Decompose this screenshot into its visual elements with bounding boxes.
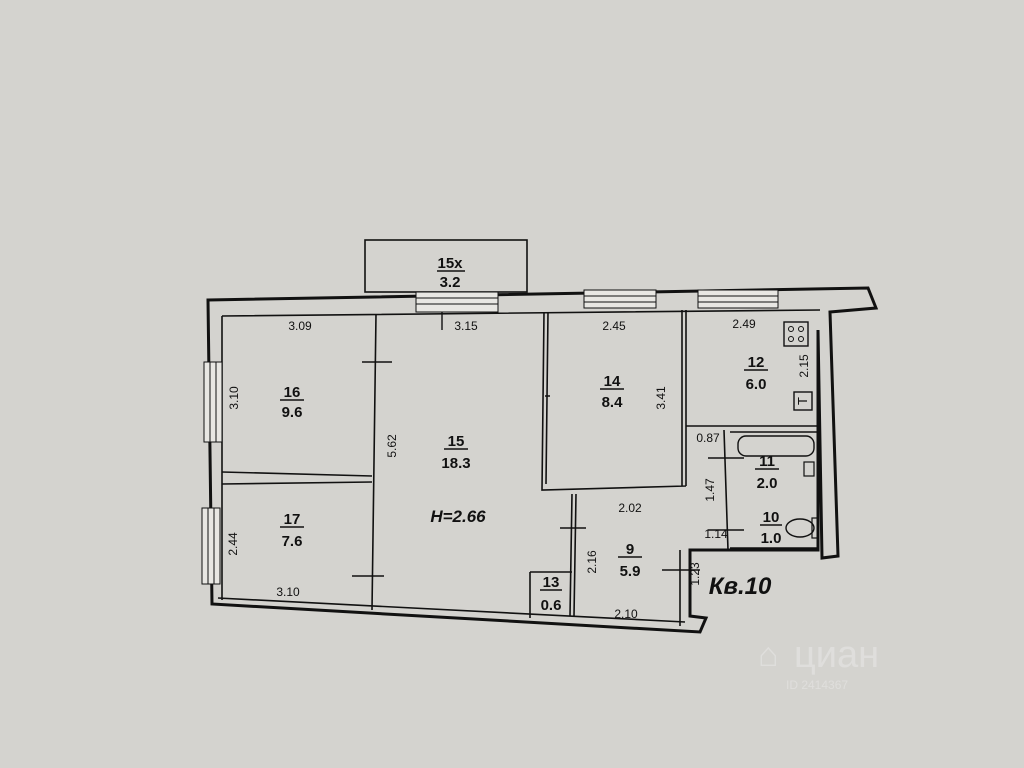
dim-r12-right: 2.15 [797,354,811,378]
dim-r11-left: 1.47 [703,478,717,502]
dim-r9-left: 2.16 [585,550,599,574]
room-label-14: 14 8.4 [600,373,624,411]
svg-text:11: 11 [759,453,775,470]
apartment-label: Кв.10 [709,573,772,600]
room-label-17: 17 7.6 [280,511,304,550]
bathtub-icon [737,435,815,477]
stove-icon [783,321,809,347]
room-label-15x: 15х 3.2 [437,255,465,291]
watermark: ⌂ циан ID 2414367 [758,630,928,700]
dim-r16-top: 3.09 [288,319,312,333]
water-heater-icon [793,391,813,411]
svg-text:10: 10 [763,509,780,526]
svg-text:18.3: 18.3 [441,455,470,472]
dim-r9-bottom: 2.10 [614,607,638,621]
outer-wall [206,286,879,634]
room-label-9: 9 5.9 [618,541,642,580]
svg-text:0.6: 0.6 [541,597,562,614]
svg-text:6.0: 6.0 [746,376,767,393]
svg-text:9: 9 [626,541,634,558]
water-heater-label: Т [795,397,810,405]
room-label-12: 12 6.0 [744,354,768,393]
svg-text:17: 17 [284,511,301,528]
dim-r17-bottom: 3.10 [276,585,300,599]
svg-text:16: 16 [284,384,301,401]
dim-r14-right: 3.41 [654,386,668,410]
dim-r12-top: 2.49 [732,317,756,331]
watermark-id: ID 2414367 [786,678,849,692]
dim-r15-left: 5.62 [385,434,399,458]
dim-r9-top: 2.02 [618,501,642,515]
dim-r14-top: 2.45 [602,319,626,333]
svg-text:1.0: 1.0 [761,530,782,547]
svg-text:7.6: 7.6 [282,533,303,550]
room-label-10: 10 1.0 [760,509,782,547]
dim-r15-top: 3.15 [454,319,478,333]
room-label-13: 13 0.6 [540,574,562,614]
watermark-logo-icon: ⌂ [758,636,779,674]
svg-text:13: 13 [543,574,560,591]
door-marks [352,361,744,577]
watermark-text: циан [794,634,880,676]
dim-r9-right: 1.23 [688,562,702,586]
svg-text:2.0: 2.0 [757,475,778,492]
svg-text:15: 15 [448,433,465,450]
toilet-icon [785,517,819,539]
svg-text:5.9: 5.9 [620,563,641,580]
room-label-11: 11 2.0 [755,453,779,492]
room-label-15: 15 18.3 [441,433,470,472]
dim-r17-left: 2.44 [226,532,240,556]
windows [201,289,779,585]
room-number: 15х [437,255,463,272]
svg-text:14: 14 [604,373,621,390]
dim-r10-left: 1.14 [704,527,728,541]
svg-text:12: 12 [748,354,765,371]
svg-text:8.4: 8.4 [602,394,624,411]
partition-walls [221,310,818,626]
dim-r16-left: 3.10 [227,386,241,410]
svg-text:9.6: 9.6 [282,404,303,421]
room-label-16: 16 9.6 [280,384,304,421]
ceiling-height-label: H=2.66 [430,507,486,526]
room-area: 3.2 [440,274,461,291]
dim-r11-top: 0.87 [696,431,720,445]
